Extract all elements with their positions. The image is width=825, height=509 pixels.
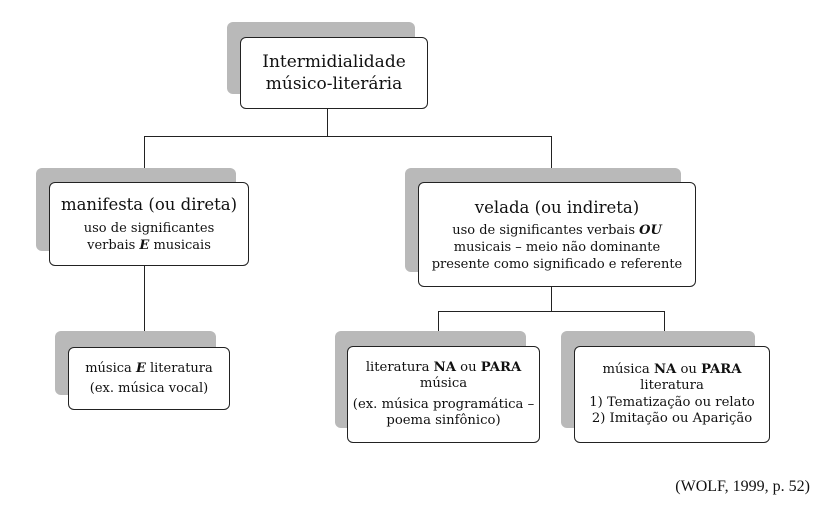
- root-node: Intermidialidade músico-literária: [240, 37, 428, 109]
- connector-to-lit-na-para: [438, 311, 440, 347]
- velada-node: velada (ou indireta) uso de significante…: [418, 182, 696, 287]
- lit-na-para-line3: (ex. música programática –: [352, 396, 535, 412]
- musica-e-lit-line1: música E literatura: [85, 361, 213, 376]
- velada-desc-line3: presente como significado e referente: [431, 256, 683, 272]
- root-line2: músico-literária: [265, 74, 403, 94]
- velada-desc-line2: musicais – meio não dominante: [453, 239, 661, 255]
- connector-level1-horizontal: [144, 136, 552, 138]
- manifesta-desc-line1: uso de significantes: [83, 221, 215, 236]
- connector-to-velada: [551, 136, 553, 182]
- mus-na-para-line4: 2) Imitação ou Aparição: [591, 411, 753, 426]
- musica-e-lit-node: música E literatura (ex. música vocal): [68, 347, 230, 410]
- manifesta-title: manifesta (ou direta): [60, 195, 238, 214]
- mus-na-para-line2: literatura: [640, 378, 704, 393]
- velada-title: velada (ou indireta): [474, 197, 640, 217]
- connector-root-down: [327, 108, 329, 136]
- manifesta-desc-line2: verbais E musicais: [87, 238, 211, 253]
- lit-na-para-line1: literatura NA ou PARA: [365, 359, 522, 375]
- connector-manifesta-down: [144, 265, 146, 347]
- root-line1: Intermidialidade: [262, 52, 406, 72]
- lit-na-para-line4: poema sinfônico): [386, 413, 501, 428]
- mus-na-para-line3: 1) Tematização ou relato: [589, 394, 755, 410]
- connector-to-mus-na-para: [664, 311, 666, 347]
- connector-level2-horizontal: [438, 311, 665, 313]
- connector-to-manifesta: [144, 136, 146, 182]
- velada-desc-line1: uso de significantes verbais OU: [452, 222, 662, 238]
- mus-na-para-node: música NA ou PARA literatura 1) Tematiza…: [574, 346, 770, 443]
- mus-na-para-line1: música NA ou PARA: [602, 361, 742, 377]
- manifesta-node: manifesta (ou direta) uso de significant…: [49, 182, 249, 266]
- lit-na-para-node: literatura NA ou PARA música (ex. música…: [347, 346, 540, 443]
- musica-e-lit-line2: (ex. música vocal): [89, 381, 209, 396]
- citation: (WOLF, 1999, p. 52): [675, 478, 810, 495]
- connector-velada-down: [551, 287, 553, 311]
- lit-na-para-line2: música: [419, 376, 468, 391]
